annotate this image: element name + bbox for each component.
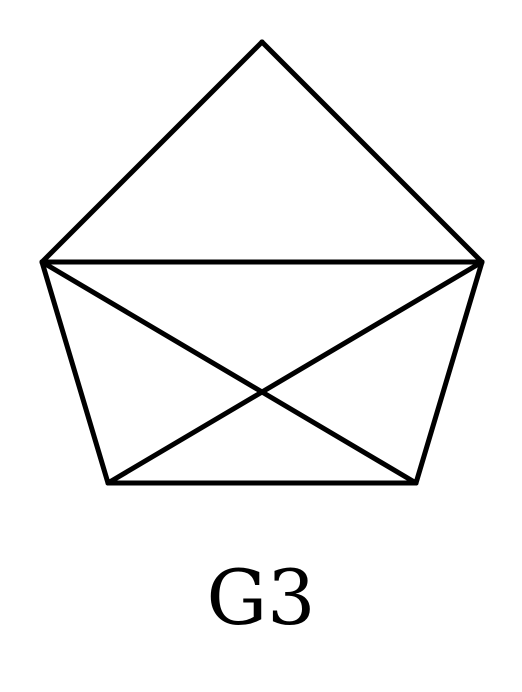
edge-top-upper-left [39,39,265,265]
graph-label: G3 [206,553,316,642]
edge-upper-left-lower-right [39,259,419,486]
edge-top-upper-right [259,39,485,265]
edge-upper-left-lower-left [39,259,111,486]
vertex-lower-left [105,480,111,486]
vertex-upper-left [39,259,45,265]
edge-upper-right-lower-right [413,259,485,486]
edge-upper-right-lower-left [105,259,485,486]
vertex-lower-right [413,480,419,486]
vertex-upper-right [479,259,485,265]
vertex-top [259,39,265,45]
